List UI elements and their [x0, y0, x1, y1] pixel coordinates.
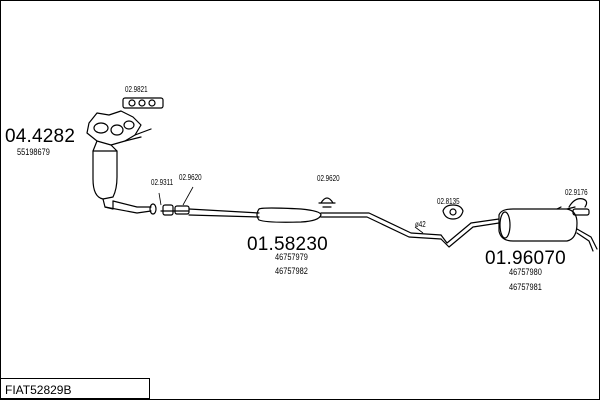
oe-number-middle-pipe-2: 46757982 — [275, 266, 308, 276]
part-number-clamp-front[interactable]: 02.9620 — [179, 173, 202, 182]
part-number-clamp-mid[interactable]: 02.9620 — [317, 174, 340, 183]
part-number-rear-silencer[interactable]: 01.96070 — [485, 248, 566, 269]
hanger-mid-drawing — [442, 204, 464, 220]
clamp-mid-drawing — [318, 197, 336, 208]
part-number-middle-pipe[interactable]: 01.58230 — [247, 234, 328, 255]
pipe-diameter-label: ø42 — [415, 220, 426, 229]
part-number-hanger-rear[interactable]: 02.9176 — [565, 188, 588, 197]
part-number-manifold[interactable]: 04.4282 — [5, 126, 76, 147]
rear-silencer-drawing — [440, 206, 598, 252]
middle-pipe-drawing — [188, 207, 442, 240]
hanger-rear-drawing — [568, 198, 590, 216]
diagram-code: FIAT52829B — [5, 383, 72, 397]
manifold-gasket-drawing — [122, 97, 164, 109]
oe-number-rear-silencer-1: 46757980 — [509, 267, 542, 277]
flange-and-clamp-drawing — [149, 203, 190, 216]
oe-number-middle-pipe-1: 46757979 — [275, 252, 308, 262]
part-number-manifold-gasket[interactable]: 02.9821 — [125, 85, 148, 94]
manifold-catalyst-drawing — [86, 110, 152, 214]
part-number-hanger-mid[interactable]: 02.8135 — [437, 197, 460, 206]
part-number-flange-gasket[interactable]: 02.9311 — [151, 178, 174, 187]
diagram-code-box: FIAT52829B — [1, 378, 150, 399]
oe-number-manifold: 55198679 — [17, 147, 50, 157]
oe-number-rear-silencer-2: 46757981 — [509, 282, 542, 292]
